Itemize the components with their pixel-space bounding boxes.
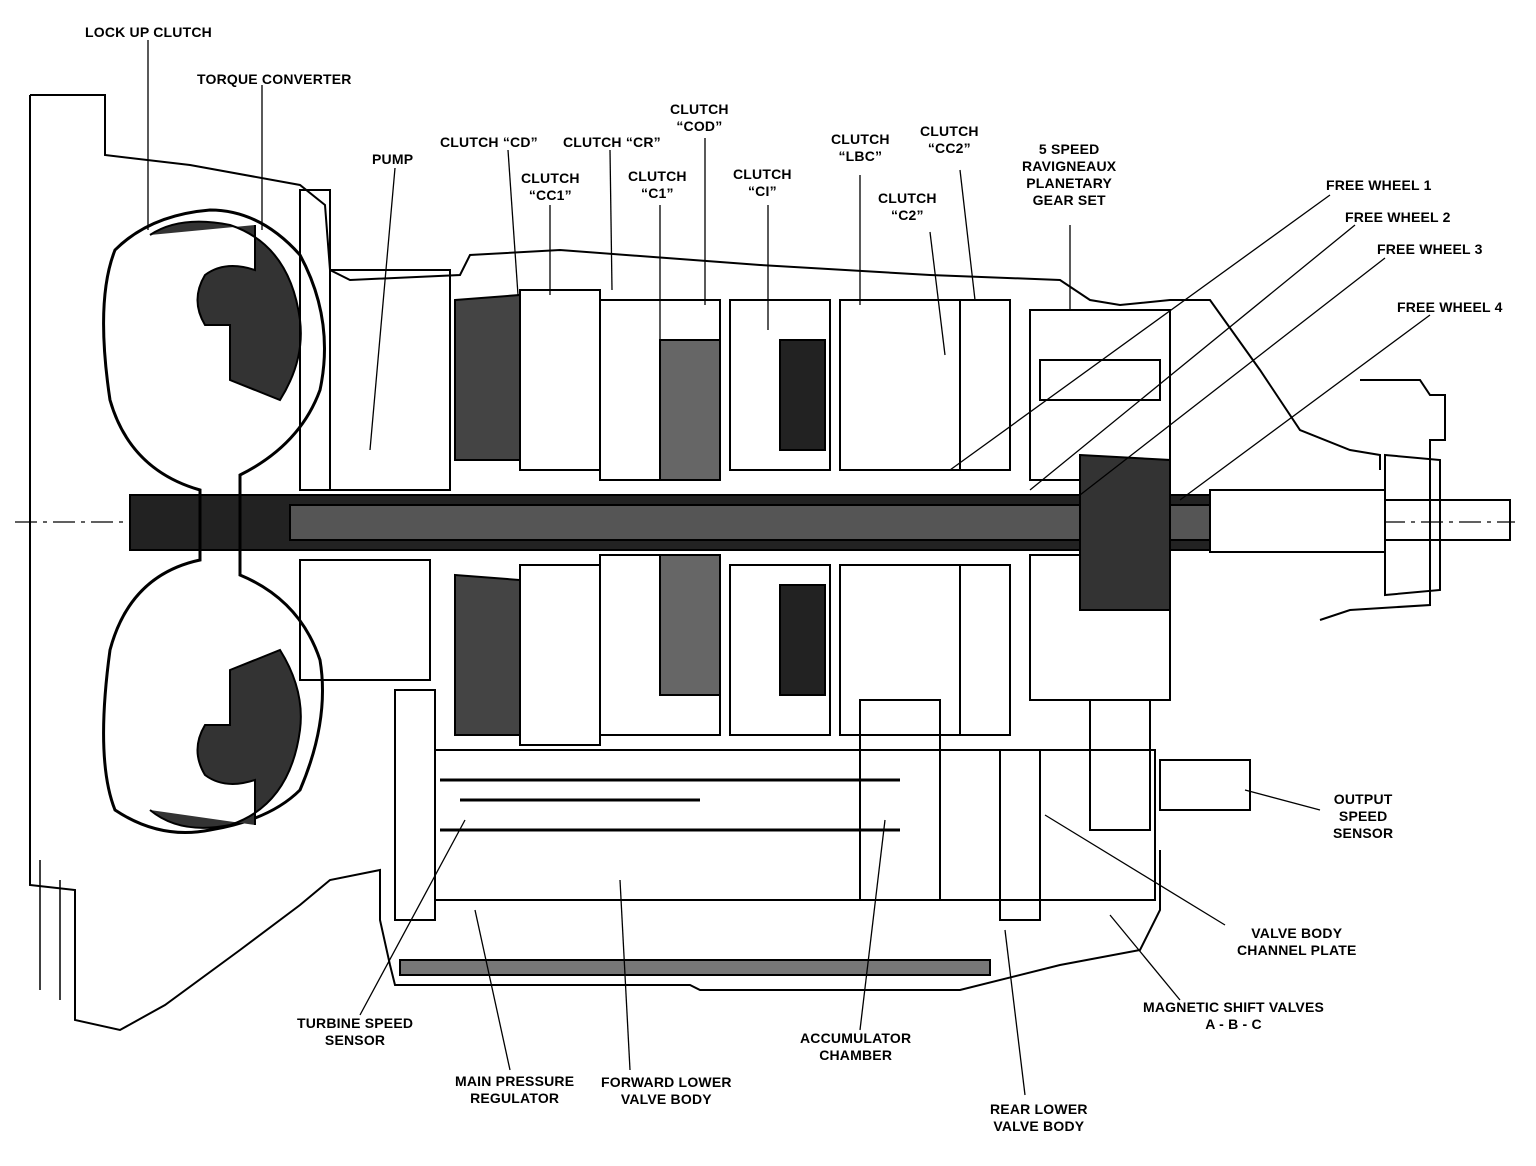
label-clutch-cc1: CLUTCH “CC1” bbox=[521, 170, 580, 204]
label-clutch-lbc: CLUTCH “LBC” bbox=[831, 131, 890, 165]
label-msv-line1: MAGNETIC SHIFT VALVES bbox=[1143, 999, 1325, 1015]
label-vbcp-line2: CHANNEL PLATE bbox=[1237, 942, 1357, 958]
label-clutch-c2: CLUTCH “C2” bbox=[878, 190, 937, 224]
label-torque-converter: TORQUE CONVERTER bbox=[197, 71, 352, 87]
label-clutch-ci-line2: “CI” bbox=[747, 183, 777, 199]
label-turbine-speed-sensor: TURBINE SPEED SENSOR bbox=[297, 1015, 413, 1049]
label-clutch-cc1-line1: CLUTCH bbox=[521, 170, 580, 186]
label-magnetic-shift-valves: MAGNETIC SHIFT VALVES A - B - C bbox=[1143, 999, 1324, 1033]
label-clutch-cc2: CLUTCH “CC2” bbox=[920, 123, 979, 157]
torque-converter-shape bbox=[102, 208, 326, 834]
label-msv-line2: A - B - C bbox=[1205, 1016, 1262, 1032]
label-planetary-line3: PLANETARY bbox=[1026, 175, 1113, 191]
label-clutch-cd: CLUTCH “CD” bbox=[440, 134, 538, 150]
label-output-speed-sensor: OUTPUT SPEED SENSOR bbox=[1333, 791, 1393, 842]
label-planetary-line1: 5 SPEED bbox=[1038, 141, 1100, 157]
label-flvb-line1: FORWARD LOWER bbox=[601, 1074, 732, 1090]
label-accumulator-chamber: ACCUMULATOR CHAMBER bbox=[800, 1030, 911, 1064]
label-clutch-lbc-line2: “LBC” bbox=[838, 148, 883, 164]
label-mpr-line1: MAIN PRESSURE bbox=[455, 1073, 575, 1089]
label-clutch-ci: CLUTCH “CI” bbox=[733, 166, 792, 200]
label-main-pressure-regulator: MAIN PRESSURE REGULATOR bbox=[455, 1073, 574, 1107]
label-clutch-cc1-line2: “CC1” bbox=[528, 187, 572, 203]
label-free-wheel-2: FREE WHEEL 2 bbox=[1345, 209, 1451, 225]
label-clutch-c1: CLUTCH “C1” bbox=[628, 168, 687, 202]
label-clutch-cc2-line1: CLUTCH bbox=[920, 123, 979, 139]
label-vbcp-line1: VALVE BODY bbox=[1251, 925, 1343, 941]
label-clutch-c2-line1: CLUTCH bbox=[878, 190, 937, 206]
label-rear-lower-valve-body: REAR LOWER VALVE BODY bbox=[990, 1101, 1088, 1135]
label-free-wheel-1: FREE WHEEL 1 bbox=[1326, 177, 1432, 193]
label-clutch-cr: CLUTCH “CR” bbox=[563, 134, 661, 150]
label-planetary-line4: GEAR SET bbox=[1032, 192, 1106, 208]
label-acc-line1: ACCUMULATOR bbox=[800, 1030, 912, 1046]
label-pump: PUMP bbox=[372, 151, 414, 167]
label-mpr-line2: REGULATOR bbox=[470, 1090, 560, 1106]
label-flvb-line2: VALVE BODY bbox=[620, 1091, 712, 1107]
label-clutch-ci-line1: CLUTCH bbox=[733, 166, 792, 182]
label-clutch-c1-line2: “C1” bbox=[641, 185, 674, 201]
label-rlvb-line2: VALVE BODY bbox=[993, 1118, 1085, 1134]
label-output-line2: SPEED bbox=[1338, 808, 1388, 824]
label-free-wheel-4: FREE WHEEL 4 bbox=[1397, 299, 1503, 315]
label-clutch-c2-line2: “C2” bbox=[891, 207, 924, 223]
label-clutch-cod: CLUTCH “COD” bbox=[670, 101, 729, 135]
label-output-line1: OUTPUT bbox=[1333, 791, 1393, 807]
label-clutch-cod-line1: CLUTCH bbox=[670, 101, 729, 117]
label-tss-line2: SENSOR bbox=[324, 1032, 386, 1048]
label-forward-lower-valve-body: FORWARD LOWER VALVE BODY bbox=[601, 1074, 732, 1108]
label-clutch-cc2-line2: “CC2” bbox=[927, 140, 971, 156]
label-valve-body-channel-plate: VALVE BODY CHANNEL PLATE bbox=[1237, 925, 1357, 959]
label-output-line3: SENSOR bbox=[1333, 825, 1394, 841]
label-planetary-gear-set: 5 SPEED RAVIGNEAUX PLANETARY GEAR SET bbox=[1022, 141, 1116, 209]
label-clutch-cod-line2: “COD” bbox=[676, 118, 723, 134]
label-free-wheel-3: FREE WHEEL 3 bbox=[1377, 241, 1483, 257]
label-tss-line1: TURBINE SPEED bbox=[297, 1015, 414, 1031]
bell-housing bbox=[30, 94, 1381, 470]
label-clutch-c1-line1: CLUTCH bbox=[628, 168, 687, 184]
label-acc-line2: CHAMBER bbox=[819, 1047, 893, 1063]
label-lock-up-clutch: LOCK UP CLUTCH bbox=[85, 24, 212, 40]
label-rlvb-line1: REAR LOWER bbox=[990, 1101, 1088, 1117]
label-planetary-line2: RAVIGNEAUX bbox=[1022, 158, 1117, 174]
label-clutch-lbc-line1: CLUTCH bbox=[831, 131, 890, 147]
